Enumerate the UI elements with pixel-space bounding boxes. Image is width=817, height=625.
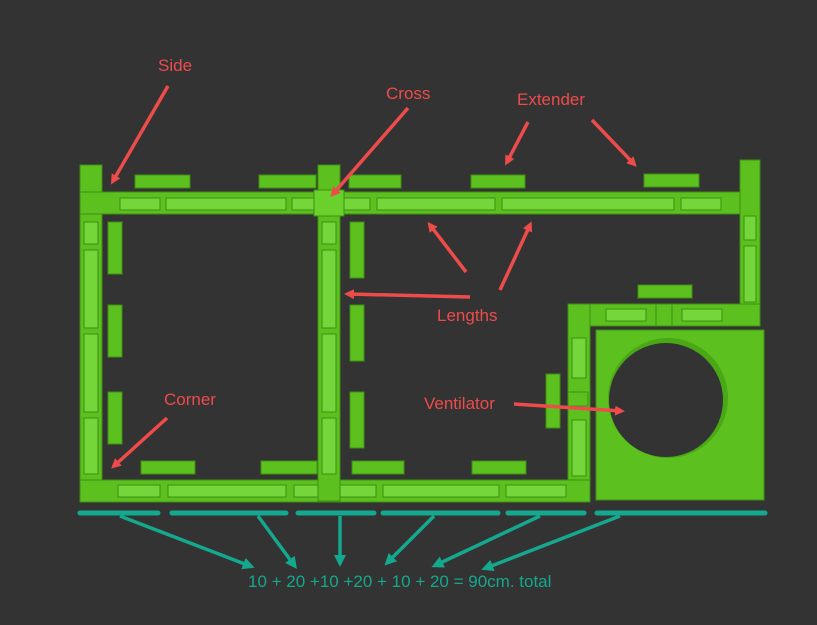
- top-seg: [501, 197, 675, 211]
- clip-vertical: [107, 391, 123, 445]
- measure-arrow: [481, 514, 621, 572]
- ventilator-arrow: [513, 402, 625, 416]
- extender-label: Extender: [517, 90, 586, 109]
- clip: [471, 460, 527, 475]
- measure-arrow: [384, 514, 436, 566]
- lengths-arrow-3: [344, 289, 471, 300]
- extender-arrow-2: [590, 118, 637, 167]
- right-seg: [743, 215, 757, 241]
- side-piece-top-stub: [79, 164, 103, 194]
- top-seg: [119, 197, 161, 211]
- rail-segments: [83, 197, 757, 498]
- clip: [134, 174, 191, 189]
- top-seg: [165, 197, 287, 211]
- step-seg: [571, 419, 587, 477]
- mid-seg: [321, 221, 337, 245]
- lengths-label: Lengths: [437, 306, 498, 325]
- cross-label: Cross: [386, 84, 431, 103]
- left-seg: [83, 333, 99, 413]
- measure-arrow: [256, 514, 297, 570]
- measure-arrows: [119, 514, 621, 572]
- clip: [643, 173, 700, 188]
- ventilator-label: Ventilator: [424, 394, 495, 413]
- bottom-seg: [167, 484, 287, 498]
- mid-seg: [321, 417, 337, 475]
- clip-vertical: [349, 391, 365, 449]
- clip: [567, 391, 589, 407]
- corner-arrow: [111, 416, 169, 469]
- bottom-seg: [505, 484, 567, 498]
- clip-vertical: [107, 221, 123, 275]
- right-seg: [743, 245, 757, 303]
- bottom-seg: [382, 484, 500, 498]
- step-seg: [605, 308, 647, 322]
- clip-vertical: [349, 304, 365, 362]
- measure-arrow: [431, 514, 541, 568]
- step-seg: [681, 308, 723, 322]
- extender-arrow-1: [505, 121, 530, 166]
- bottom-seg: [293, 484, 319, 498]
- lengths-arrow-2: [498, 221, 533, 291]
- lengths-arrow-1: [427, 221, 468, 274]
- measurement-formula: 10 + 20 +10 +20 + 10 + 20 = 90cm. total: [248, 572, 552, 591]
- cross-post: [317, 164, 341, 502]
- clip: [637, 284, 693, 299]
- clip-vertical: [545, 373, 561, 429]
- measure-arrow: [119, 514, 255, 570]
- cross-arrow: [330, 106, 410, 198]
- left-seg: [83, 249, 99, 329]
- mid-seg: [321, 333, 337, 413]
- top-seg: [680, 197, 722, 211]
- bottom-seg: [339, 484, 377, 498]
- step-seg: [571, 337, 587, 379]
- clip: [258, 174, 317, 189]
- clip: [140, 460, 196, 475]
- corner-label: Corner: [164, 390, 216, 409]
- mid-seg: [321, 249, 337, 329]
- side-arrow: [110, 85, 170, 185]
- clip: [348, 174, 402, 189]
- cross-piece: [313, 189, 345, 217]
- clip: [351, 460, 405, 475]
- clip-vertical: [107, 304, 123, 358]
- clip-vertical: [655, 303, 673, 327]
- clip: [260, 460, 318, 475]
- ventilator-hole: [609, 343, 723, 457]
- ventilator: [595, 329, 765, 501]
- annotation-arrows: [110, 85, 637, 469]
- left-seg: [83, 417, 99, 475]
- side-label: Side: [158, 56, 193, 75]
- clip: [470, 174, 526, 189]
- clip-vertical: [349, 221, 365, 279]
- bottom-seg: [117, 484, 161, 498]
- loose-clips: [107, 173, 700, 475]
- left-seg: [83, 221, 99, 245]
- top-seg: [376, 197, 496, 211]
